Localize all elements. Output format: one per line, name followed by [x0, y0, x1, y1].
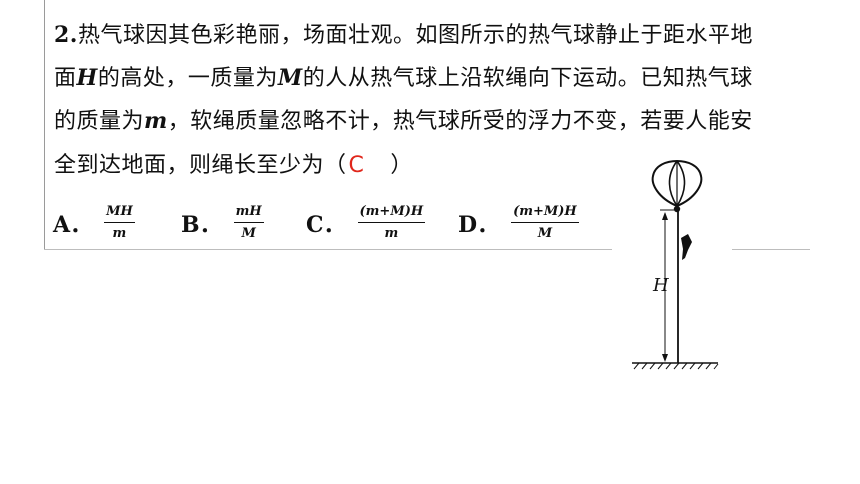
question-number: 2.: [54, 22, 78, 48]
hot-air-balloon-figure: [632, 159, 719, 370]
closing-paren: ）: [390, 153, 413, 178]
option-c: C． (m+M)H m: [306, 199, 426, 247]
arrow-down-icon: [662, 354, 668, 362]
option-c-numerator: (m+M)H: [357, 204, 426, 223]
question-text-3a: 的质量为: [54, 109, 145, 134]
frame-bottom-border-right: [732, 249, 810, 250]
option-a-denominator: m: [112, 226, 127, 241]
ground-hatching: [633, 362, 719, 370]
variable-H: H: [76, 65, 98, 91]
question-text-2a: 面: [54, 66, 77, 91]
option-b: B． mH M: [181, 199, 264, 247]
option-b-letter: B．: [181, 212, 222, 238]
question-text-2c: 的人从热气球上沿软绳向下运动。已知热气球: [302, 66, 753, 91]
height-label: H: [653, 275, 669, 296]
option-b-denominator: M: [241, 226, 256, 241]
option-c-letter: C．: [306, 212, 346, 238]
question-text-3b: ，软绳质量忽略不计，热气球所受的浮力不变，若要人能安: [167, 109, 753, 134]
question-line-3: 的质量为m，软绳质量忽略不计，热气球所受的浮力不变，若要人能安: [54, 107, 753, 136]
question-text-4: 全到达地面，则绳长至少为（: [54, 153, 347, 178]
arrow-up-icon: [662, 212, 668, 220]
balloon-basket: [673, 205, 681, 213]
option-d: D． (m+M)H M: [458, 199, 579, 247]
question-line-1: 2.热气球因其色彩艳丽，场面壮观。如图所示的热气球静止于距水平地: [54, 21, 753, 50]
variable-m: m: [144, 108, 168, 134]
option-a-numerator: MH: [104, 204, 135, 223]
option-b-fraction: mH M: [233, 204, 264, 242]
question-line-2: 面H的高处，一质量为M的人从热气球上沿软绳向下运动。已知热气球: [54, 64, 753, 93]
option-d-denominator: M: [537, 226, 553, 241]
variable-M: M: [277, 65, 303, 91]
option-c-fraction: (m+M)H m: [357, 204, 426, 242]
option-b-numerator: mH: [233, 204, 264, 223]
frame-left-border: [44, 0, 45, 250]
frame-bottom-border: [44, 249, 612, 250]
balloon-icon: [651, 159, 703, 208]
question-line-4: 全到达地面，则绳长至少为（C ）: [54, 152, 413, 180]
person-icon: [681, 234, 692, 260]
answer-mark: C: [348, 153, 365, 178]
question-text-2b: 的高处，一质量为: [97, 66, 278, 91]
option-a: A． MH m: [53, 199, 135, 247]
option-c-denominator: m: [384, 226, 399, 241]
option-d-letter: D．: [458, 212, 500, 238]
option-d-fraction: (m+M)H M: [511, 204, 579, 242]
question-text-1: 热气球因其色彩艳丽，场面壮观。如图所示的热气球静止于距水平地: [77, 23, 753, 48]
option-a-fraction: MH m: [104, 204, 135, 242]
option-d-numerator: (m+M)H: [511, 204, 579, 223]
option-a-letter: A．: [53, 212, 93, 238]
